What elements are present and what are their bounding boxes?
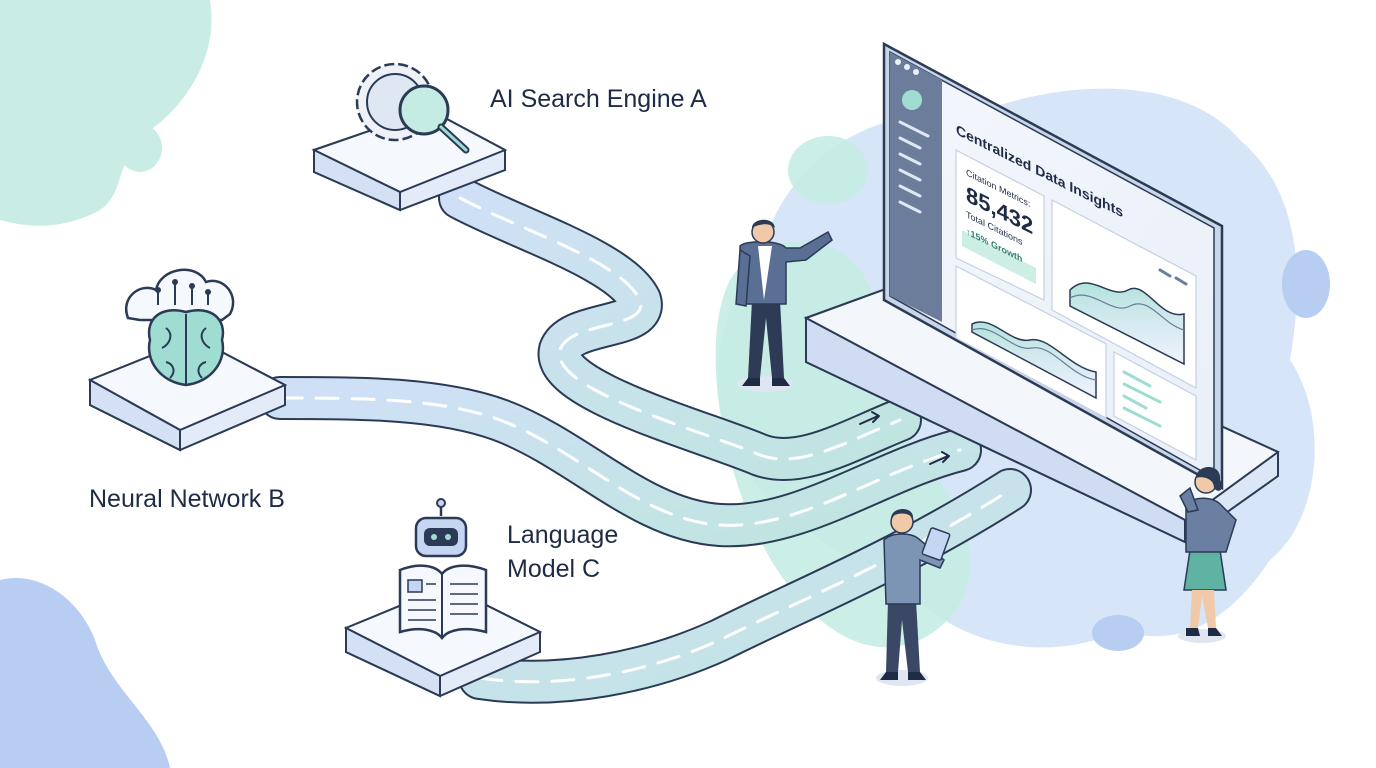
presenter-person	[735, 219, 833, 392]
robot-book-icon	[398, 498, 488, 641]
growth-badge-bg	[962, 230, 1036, 284]
window-dot	[913, 69, 919, 75]
window-dot	[895, 59, 901, 65]
gear-magnifier-icon	[355, 62, 470, 154]
platform-a	[311, 108, 508, 212]
arrow-b	[929, 451, 950, 465]
source-label-language-model-c-line1: Language	[507, 521, 619, 549]
window-dot	[904, 64, 910, 70]
data-paths	[258, 176, 1032, 704]
source-label-neural-network-b: Neural Network B	[89, 485, 285, 513]
monitor-base	[803, 280, 1280, 544]
thinking-woman-person	[1178, 467, 1237, 643]
area-chart-series-1	[1069, 282, 1185, 366]
list-panel-lines	[1122, 370, 1162, 428]
source-label-ai-search-engine-a: AI Search Engine A	[490, 85, 707, 113]
tablet-reader-person	[876, 509, 951, 686]
arrow-a	[859, 411, 880, 425]
brain-cloud-icon	[125, 268, 235, 387]
avatar	[902, 90, 922, 110]
sidebar-menu-lines	[898, 120, 930, 214]
dashboard-monitor: Centralized Data Insights Citation Metri…	[882, 41, 1224, 491]
dashboard-sidebar	[890, 52, 942, 322]
source-label-language-model-c-line2: Model C	[507, 555, 601, 583]
area-chart-series-2	[971, 321, 1097, 400]
